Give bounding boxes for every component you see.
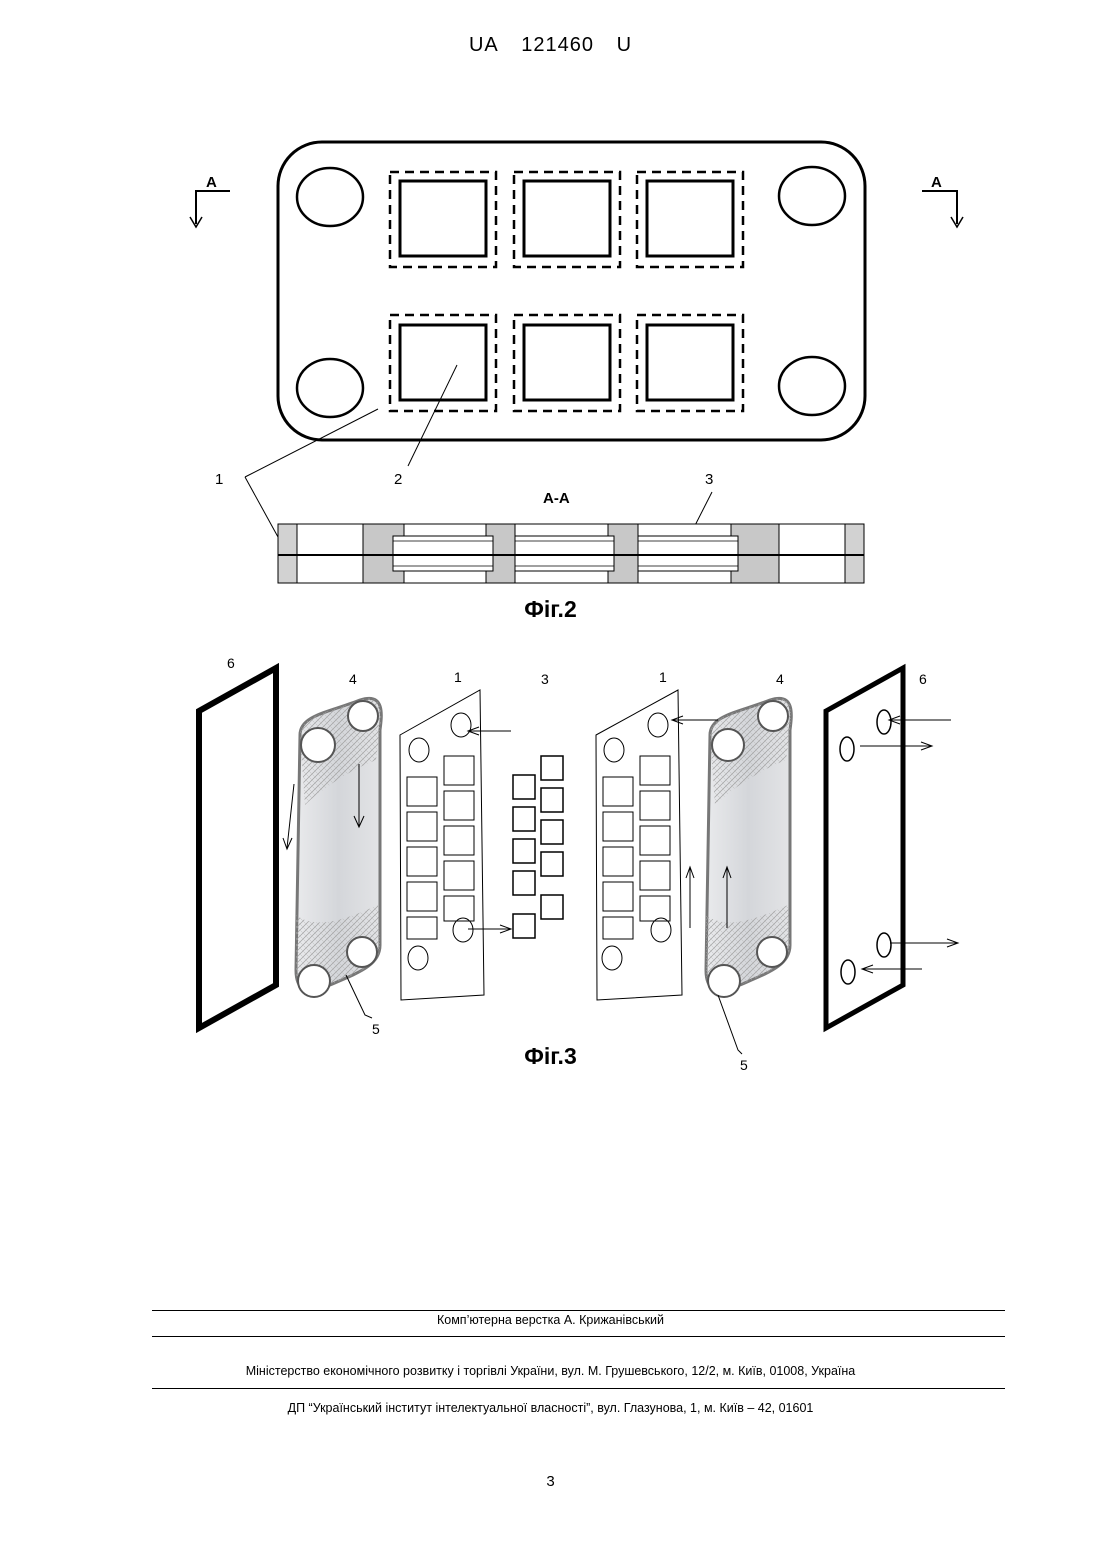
svg-text:1: 1	[659, 669, 667, 685]
fig2-label-3: 3	[705, 471, 713, 488]
patent-header: UA 121460 U	[0, 34, 1101, 57]
header-country: UA	[469, 34, 499, 56]
cell-grid	[390, 172, 743, 411]
footer-institute: ДП “Український інститут інтелектуальної…	[0, 1401, 1101, 1415]
figure-2-caption: Фіг.2	[0, 596, 1101, 623]
heat-plate-left	[296, 698, 381, 997]
svg-text:3: 3	[541, 671, 549, 687]
svg-text:A: A	[206, 174, 217, 191]
end-plate-right	[826, 668, 903, 1028]
figure-3-caption: Фіг.3	[0, 1043, 1101, 1070]
figure-2-drawing: A A 1 2 3 А-А	[0, 120, 1101, 720]
svg-text:4: 4	[776, 671, 784, 687]
svg-text:1: 1	[454, 669, 462, 685]
footer-layout-credit: Комп’ютерна верстка А. Крижанівський	[0, 1313, 1101, 1327]
cross-section	[278, 524, 864, 583]
fig2-label-2: 2	[394, 471, 402, 488]
section-title: А-А	[543, 490, 570, 507]
port-hole	[779, 167, 845, 225]
footer-rule-1	[152, 1310, 1005, 1311]
footer-rule-3	[152, 1388, 1005, 1389]
svg-text:6: 6	[227, 655, 235, 671]
port-hole	[297, 168, 363, 226]
spacer-plate-right	[596, 690, 682, 1000]
figure-3-drawing: 6 4 1 3 1 4 6 5 5	[0, 650, 1101, 1070]
svg-text:4: 4	[349, 671, 357, 687]
section-mark-left: A	[190, 174, 230, 227]
header-kind: U	[617, 34, 632, 56]
header-number: 121460	[521, 34, 594, 56]
port-hole	[779, 357, 845, 415]
page-number: 3	[0, 1473, 1101, 1490]
svg-text:6: 6	[919, 671, 927, 687]
end-plate-left	[199, 668, 276, 1028]
footer-ministry: Міністерство економічного розвитку і тор…	[0, 1364, 1101, 1378]
footer-rule-2	[152, 1336, 1005, 1337]
svg-text:5: 5	[372, 1021, 380, 1037]
port-hole	[297, 359, 363, 417]
section-mark-right: A	[922, 174, 963, 227]
plate-outline	[278, 142, 865, 440]
heat-plate-right	[706, 698, 791, 997]
fig2-label-1: 1	[215, 471, 223, 488]
spacer-plate-left	[400, 690, 484, 1000]
leader-lines	[245, 365, 712, 551]
insert-cells	[513, 756, 563, 938]
svg-text:A: A	[931, 174, 942, 191]
